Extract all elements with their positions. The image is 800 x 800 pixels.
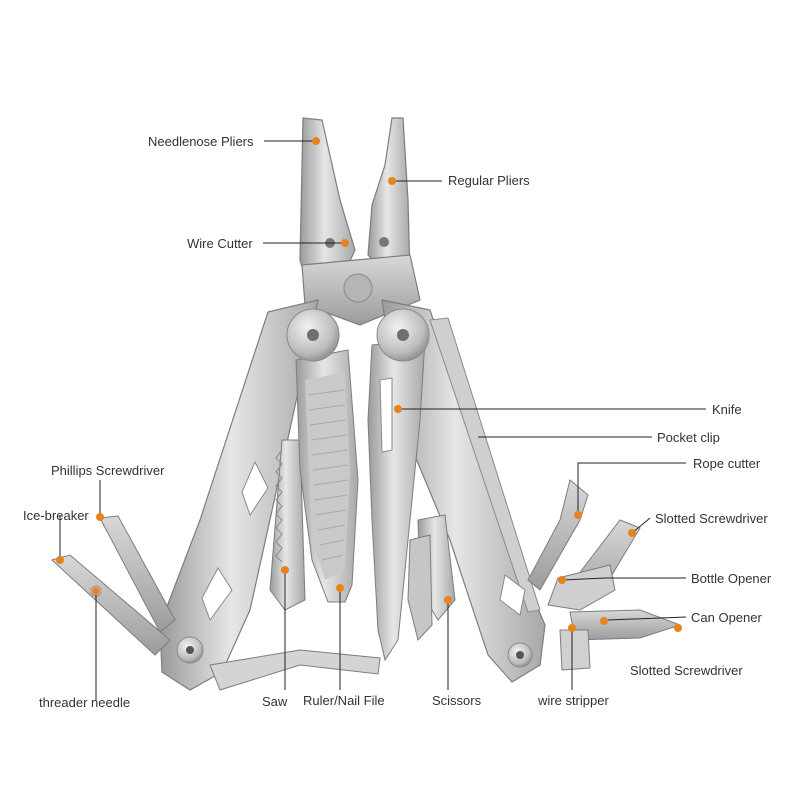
marker-slotted-bottom <box>674 624 682 632</box>
rope-cutter-arm <box>527 479 589 591</box>
marker-rope-cutter <box>574 511 582 519</box>
marker-threader <box>92 587 100 595</box>
marker-ruler <box>336 584 344 592</box>
right-handle <box>381 299 546 683</box>
marker-slotted-top <box>628 529 636 537</box>
marker-can-opener <box>600 617 608 625</box>
marker-wire-stripper <box>568 624 576 632</box>
label-needlenose-pliers: Needlenose Pliers <box>148 134 254 149</box>
label-wire-cutter: Wire Cutter <box>187 236 253 251</box>
leader-rope-cutter <box>577 462 686 515</box>
ruler-nail-file <box>295 349 359 603</box>
knife-blade <box>367 339 426 662</box>
bottle-opener-arm <box>547 564 616 611</box>
leader-lines <box>59 140 706 700</box>
label-slotted-screwdriver-bottom: Slotted Screwdriver <box>630 663 743 678</box>
label-scissors: Scissors <box>432 693 482 708</box>
marker-bottle-opener <box>558 576 566 584</box>
label-ruler-nail-file: Ruler/Nail File <box>303 693 385 708</box>
label-regular-pliers: Regular Pliers <box>448 173 530 188</box>
pivot-bolts <box>286 308 430 362</box>
label-pocket-clip: Pocket clip <box>657 430 720 445</box>
label-wire-stripper: wire stripper <box>538 693 609 708</box>
marker-knife <box>394 405 402 413</box>
leader-bottle-opener <box>561 577 686 581</box>
label-can-opener: Can Opener <box>691 610 762 625</box>
marker-ice-breaker <box>56 556 64 564</box>
label-threader-needle: threader needle <box>39 695 131 710</box>
marker-regular <box>388 177 396 185</box>
marker-wire-cutter <box>341 239 349 247</box>
jaw-hub-rivet <box>343 273 373 303</box>
saw-blade <box>269 439 306 611</box>
leader-can-opener <box>607 616 687 621</box>
label-rope-cutter: Rope cutter <box>693 456 761 471</box>
label-saw: Saw <box>262 694 288 709</box>
marker-scissors <box>444 596 452 604</box>
label-knife: Knife <box>712 402 742 417</box>
marker-phillips <box>96 513 104 521</box>
label-bottle-opener: Bottle Opener <box>691 571 772 586</box>
right-jaw-rivet <box>379 237 389 247</box>
marker-saw <box>281 566 289 574</box>
label-phillips-screwdriver: Phillips Screwdriver <box>51 463 165 478</box>
scissors-blades <box>407 514 456 642</box>
left-fold-tools <box>51 515 381 691</box>
phillips-arm <box>99 515 176 633</box>
right-fold-tools <box>527 479 682 671</box>
label-ice-breaker: Ice-breaker <box>23 508 89 523</box>
marker-needlenose <box>312 137 320 145</box>
pocket-clip-loop <box>209 649 381 691</box>
ice-breaker-arm <box>51 554 171 656</box>
pliers-jaws <box>299 117 421 326</box>
callout-markers <box>56 137 682 632</box>
wire-stripper-arm <box>559 629 591 671</box>
label-slotted-screwdriver-top: Slotted Screwdriver <box>655 511 768 526</box>
